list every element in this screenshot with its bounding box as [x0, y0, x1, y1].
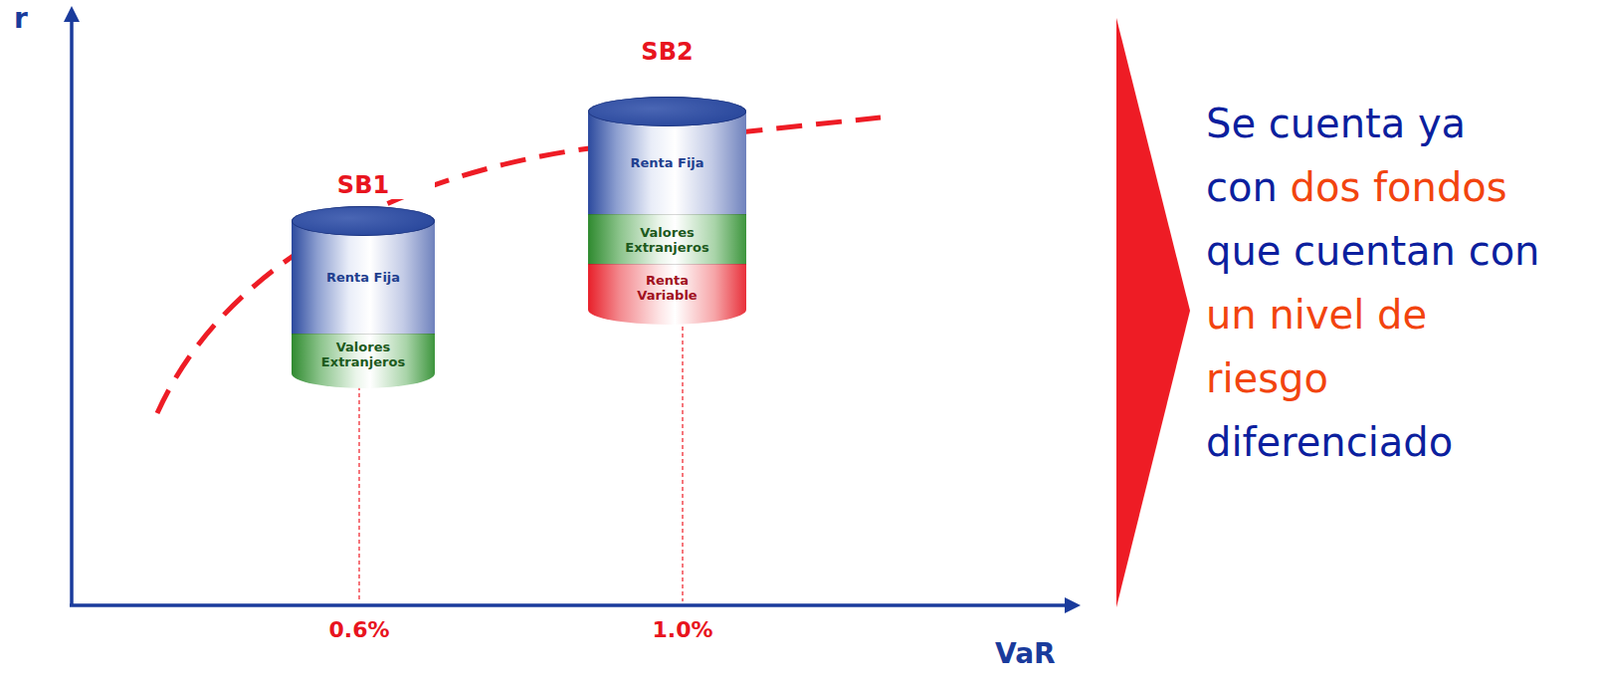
fund-name: SB1 — [291, 171, 435, 200]
asset-band: Renta Fija — [588, 111, 747, 214]
asset-band: Valores Extranjeros — [291, 333, 435, 389]
asset-class: Renta Fija — [326, 269, 400, 285]
axis-title: VaR — [995, 636, 1056, 670]
x-axis — [69, 602, 1067, 607]
asset-band: Renta Variable — [588, 263, 747, 325]
cylinder-top — [291, 205, 435, 236]
guide-line — [681, 326, 683, 601]
axis-arrowhead — [1064, 597, 1081, 613]
conclusion-text: Se cuenta ya con dos fondos que cuentan … — [1205, 91, 1545, 474]
asset-band: Valores Extranjeros — [588, 213, 747, 264]
asset-class: Valores Extranjeros — [311, 339, 415, 370]
cylinder-top — [588, 96, 747, 127]
asset-class: Valores Extranjeros — [615, 224, 720, 255]
fund-cylinder: SB1Renta FijaValores Extranjeros — [291, 220, 435, 389]
asset-class: Renta Variable — [615, 272, 720, 303]
fund-cylinder: SB2Renta FijaValores ExtranjerosRenta Va… — [588, 111, 747, 325]
axis-title: r — [13, 1, 28, 35]
efficient-frontier-curve — [157, 117, 881, 413]
guide-line — [358, 386, 360, 601]
fund-name: SB2 — [588, 37, 747, 66]
tick-label: 0.6% — [328, 616, 390, 642]
axis-arrowhead — [63, 5, 80, 22]
arrow-triangle — [1116, 17, 1191, 607]
asset-band: Renta Fija — [291, 220, 435, 334]
y-axis — [69, 17, 74, 605]
tick-label: 1.0% — [651, 616, 713, 642]
asset-class: Renta Fija — [629, 155, 704, 171]
